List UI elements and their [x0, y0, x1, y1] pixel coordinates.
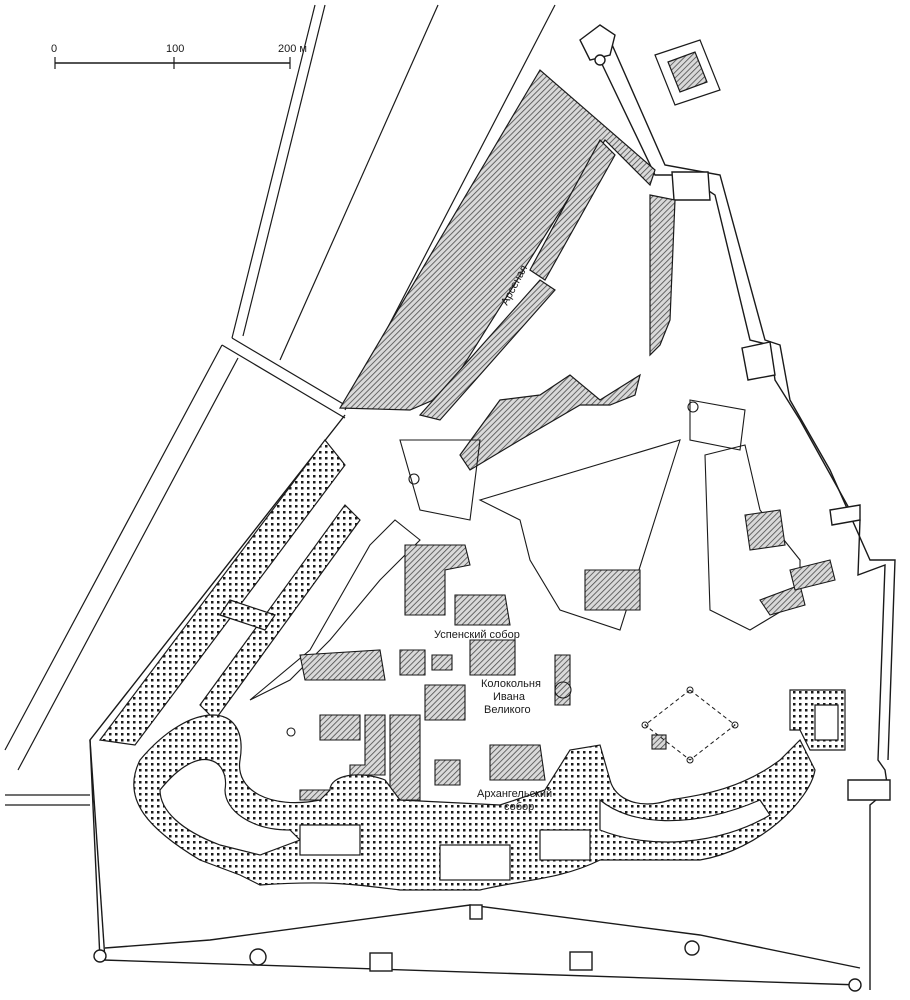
- building-uspensky-left: [404, 544, 471, 616]
- label-uspensky-cathedral: Успенский собор: [434, 629, 520, 641]
- arsenal-building: [338, 69, 656, 421]
- building-block-a: [424, 684, 466, 721]
- scale-label-100: 100: [166, 43, 184, 55]
- senate-tower: [741, 341, 776, 381]
- scale-bar: 0 100 200 м: [51, 43, 307, 69]
- building-small-2: [431, 654, 453, 671]
- label-arkhangelsky-2: собор: [504, 801, 534, 813]
- building-block-c: [434, 759, 461, 786]
- label-bell-tower-1: Колокольня: [481, 678, 541, 690]
- tower-se: [848, 978, 862, 992]
- label-bell-tower-3: Великого: [484, 704, 531, 716]
- nikolskaya-tower: [671, 171, 711, 201]
- uspensky-cathedral: [454, 594, 511, 626]
- senate-building: [459, 194, 676, 471]
- tower-gate-2: [569, 951, 593, 971]
- building-east-3: [789, 559, 836, 591]
- scale-label-200: 200 м: [278, 43, 307, 55]
- outer-building-ne: [654, 39, 721, 106]
- corner-tower-nw: [579, 24, 616, 61]
- tower-circle-nw: [594, 54, 606, 66]
- map-labels: Арсенал Успенский собор Колокольня Ивана…: [434, 263, 552, 813]
- bell-tower-base: [554, 681, 572, 699]
- palace-complex: [98, 439, 846, 891]
- tower-sw: [93, 949, 107, 963]
- building-poteshny: [584, 569, 641, 611]
- tower-s-center: [249, 948, 267, 966]
- scale-label-0: 0: [51, 43, 57, 55]
- label-arkhangelsky-1: Архангельский: [477, 788, 552, 800]
- building-pok: [299, 649, 386, 681]
- building-small-1: [399, 649, 426, 676]
- tower-gate-1: [369, 952, 393, 972]
- building-east-2: [759, 584, 806, 616]
- label-bell-tower-2: Ивана: [493, 691, 526, 703]
- building-uspensky-2: [469, 639, 516, 676]
- spasskaya-tower: [829, 504, 861, 526]
- arkhangelsky-cathedral: [489, 744, 546, 781]
- building-small-e: [651, 734, 667, 750]
- building-east-1: [744, 509, 786, 551]
- tower-block-s: [469, 904, 483, 920]
- ivanovskaya-square: [641, 686, 739, 764]
- towers: [93, 24, 891, 992]
- garden-boundary-lines: [4, 4, 556, 806]
- building-block-b: [319, 714, 361, 741]
- nabatnaya-tower: [847, 779, 891, 801]
- tower-s-right: [684, 940, 700, 956]
